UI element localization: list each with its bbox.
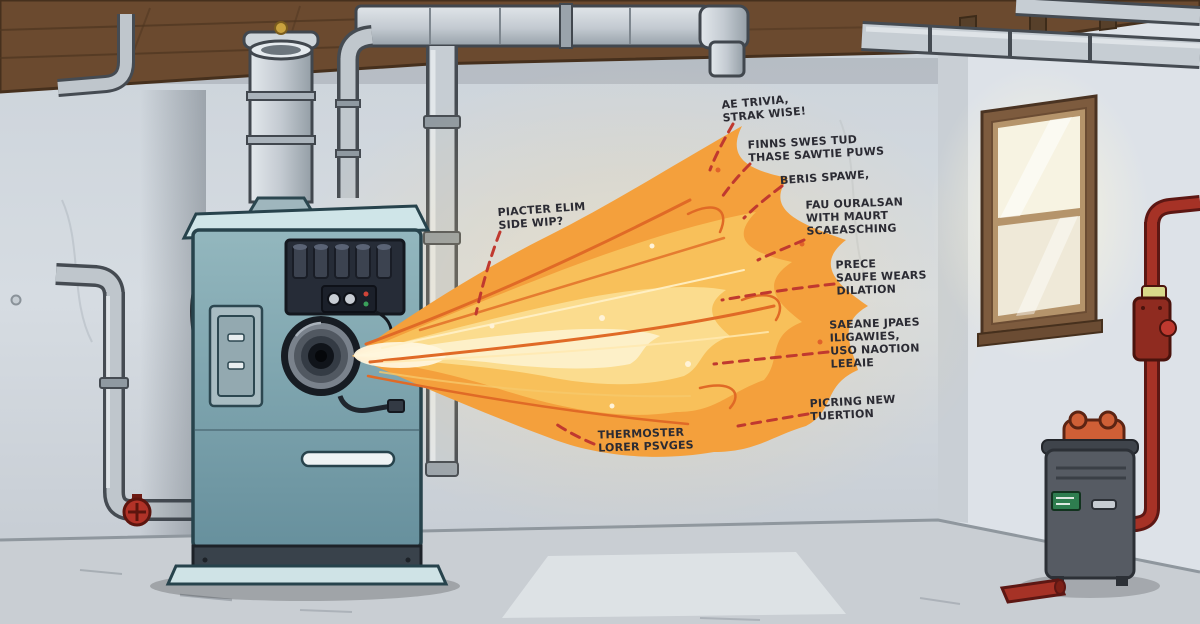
corner-pipe-top-left bbox=[57, 14, 135, 97]
gauge-dial bbox=[327, 292, 341, 306]
burner-assembly bbox=[281, 316, 361, 396]
leader-line-1 bbox=[708, 122, 735, 172]
annotation-label-6: Saeane Jpaes Iligawies, Uso Naotion Leea… bbox=[829, 315, 921, 371]
annotation-label-9: Thermoster Lorer Psvges bbox=[597, 425, 695, 455]
flame-plume bbox=[352, 126, 868, 457]
leader-line-6 bbox=[712, 350, 830, 366]
unit-label bbox=[1051, 491, 1081, 511]
burner-pipe bbox=[337, 395, 393, 413]
furnace-handle bbox=[300, 450, 396, 468]
annotation-label-5: Prece Saufe Wears Dilation bbox=[835, 257, 927, 298]
leader-line-3 bbox=[742, 184, 784, 220]
leader-line-8 bbox=[474, 230, 502, 316]
leader-line-2 bbox=[718, 162, 752, 202]
annotation-label-7: Picring New Tuertion bbox=[809, 392, 896, 424]
red-pipe-floor bbox=[999, 578, 1067, 604]
window bbox=[977, 94, 1103, 348]
leader-line-9 bbox=[554, 422, 596, 446]
annotation-leader-lines bbox=[474, 122, 836, 446]
unit-body bbox=[1044, 448, 1136, 580]
wall-screw bbox=[10, 294, 22, 306]
furnace-base-plate bbox=[165, 564, 449, 586]
flue-brass-fitting bbox=[274, 21, 288, 35]
capacitor-bank bbox=[292, 244, 392, 279]
furnace bbox=[150, 204, 460, 601]
window-pane-bottom bbox=[998, 216, 1080, 316]
gauge-dial bbox=[343, 292, 357, 306]
left-wall-pipe bbox=[55, 263, 198, 527]
window-sill bbox=[977, 318, 1103, 348]
ceiling-pipe-right bbox=[861, 0, 1200, 69]
red-pipe-right bbox=[1122, 195, 1200, 532]
floor-light-patch bbox=[502, 552, 846, 618]
leader-line-4 bbox=[756, 238, 806, 262]
unit-latch bbox=[1091, 499, 1117, 510]
annotation-label-4: Fau Ouralsan With Maurt Scaeasching bbox=[805, 195, 904, 238]
leader-line-7 bbox=[736, 412, 810, 428]
ceiling-duct bbox=[354, 3, 750, 78]
leader-line-5 bbox=[720, 282, 836, 302]
pipe-valve-handle bbox=[1159, 319, 1177, 337]
